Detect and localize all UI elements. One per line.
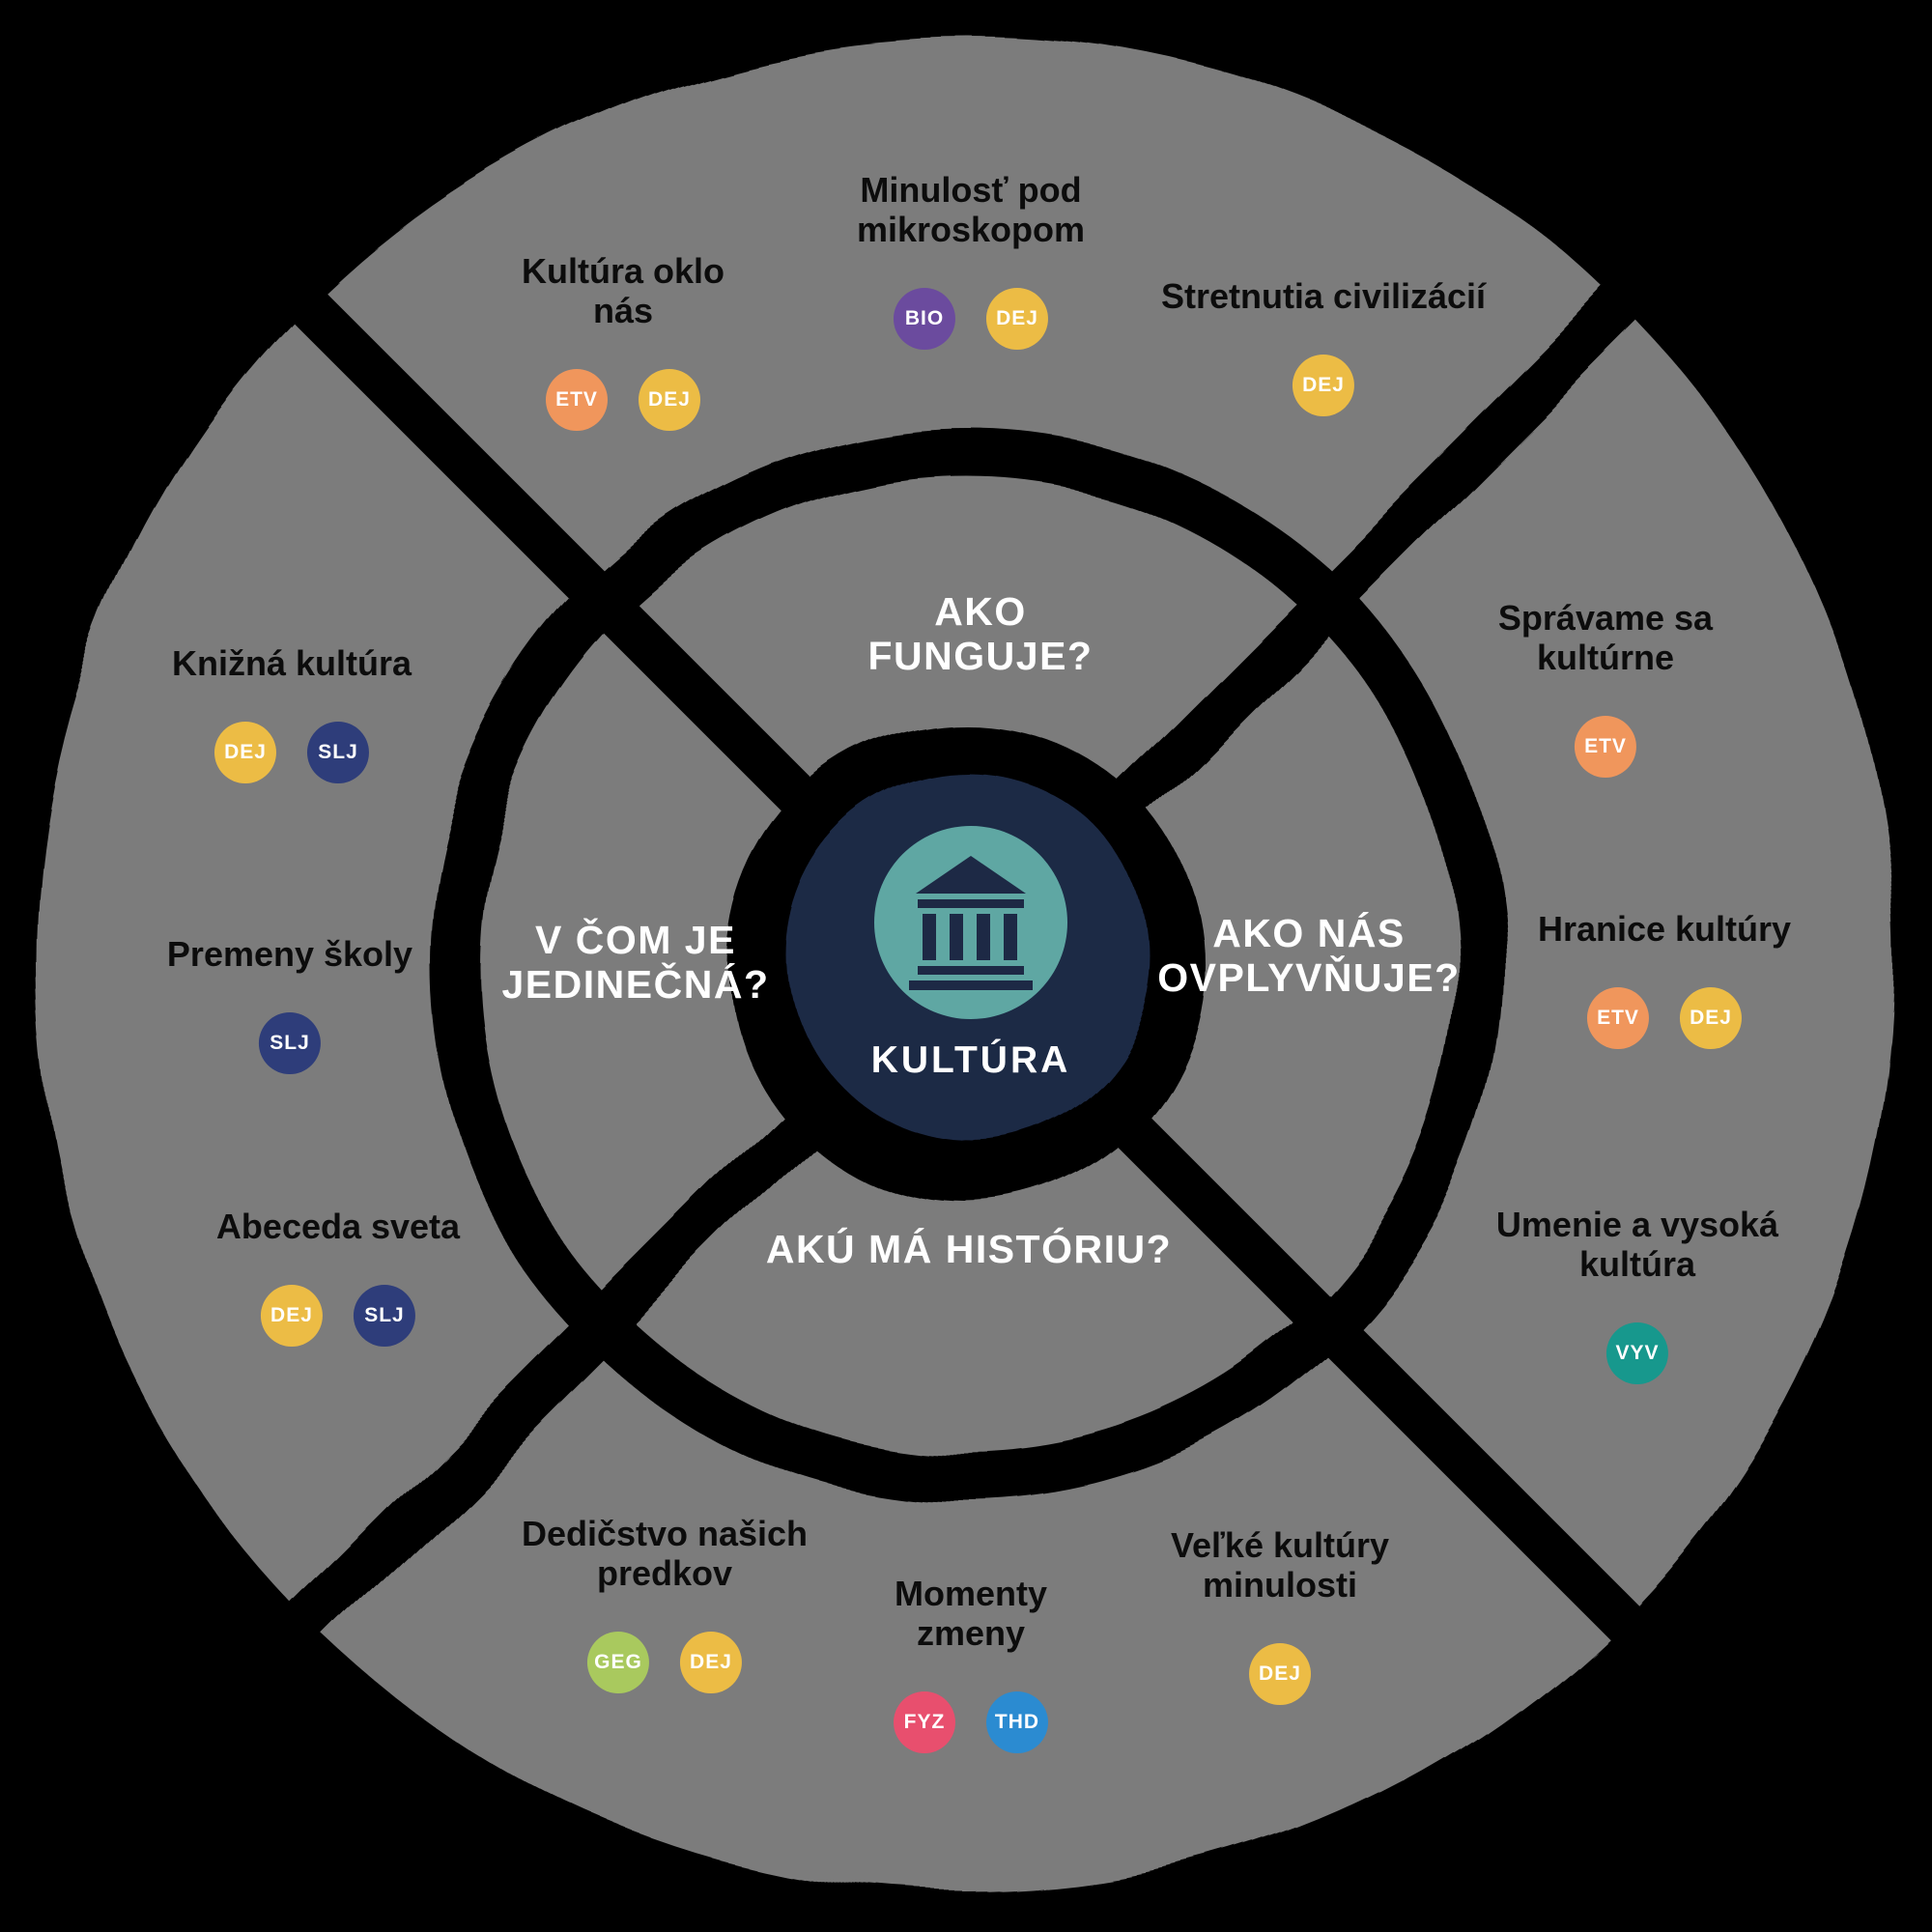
- subject-badge-etv: ETV: [545, 369, 608, 431]
- subject-badges: VYV: [1496, 1322, 1778, 1384]
- center-title: KULTÚRA: [870, 1039, 1071, 1081]
- subject-badge-slj: SLJ: [353, 1285, 415, 1347]
- subject-badge-vyv: VYV: [1605, 1322, 1668, 1384]
- subject-badge-dej: DEJ: [1248, 1643, 1311, 1705]
- subject-badges: ETV DEJ: [1538, 987, 1791, 1049]
- topic-abeceda-sveta: Abeceda sveta DEJ SLJ: [216, 1207, 460, 1347]
- question-how-it-influences-us: AKO NÁS OVPLYVŇUJE?: [1157, 911, 1461, 1000]
- subject-badge-fyz: FYZ: [894, 1691, 955, 1753]
- topic-label: Minulosť pod mikroskopom: [856, 170, 1086, 249]
- subject-badge-slj: SLJ: [307, 722, 369, 783]
- topic-label: Hranice kultúry: [1537, 909, 1792, 949]
- topic-minulost-pod-mikroskopom: Minulosť pod mikroskopom BIO DEJ: [857, 170, 1085, 350]
- museum-temple-icon: [909, 856, 1033, 990]
- subject-badge-slj: SLJ: [259, 1012, 321, 1074]
- subject-badge-dej: DEJ: [638, 369, 700, 431]
- subject-badge-etv: ETV: [1575, 716, 1636, 778]
- topic-label: Momenty zmeny: [894, 1574, 1047, 1653]
- subject-badges: ETV DEJ: [522, 369, 724, 431]
- topic-dedicstvo-nasich-predkov: Dedičstvo našich predkov GEG DEJ: [522, 1514, 808, 1693]
- topic-label: Umenie a vysoká kultúra: [1495, 1205, 1779, 1284]
- subject-badges: ETV: [1498, 716, 1713, 778]
- topic-label: Veľké kultúry minulosti: [1171, 1525, 1389, 1605]
- subject-badge-dej: DEJ: [1680, 987, 1742, 1049]
- subject-badges: GEG DEJ: [522, 1632, 808, 1693]
- subject-badge-dej: DEJ: [1293, 355, 1354, 416]
- topic-knizna-kultura: Knižná kultúra DEJ SLJ: [172, 643, 412, 783]
- subject-badges: DEJ SLJ: [216, 1285, 460, 1347]
- topic-label: Kultúra oklo nás: [521, 251, 725, 330]
- subject-badge-geg: GEG: [586, 1632, 649, 1693]
- subject-badge-etv: ETV: [1587, 987, 1649, 1049]
- question-how-it-works: AKO FUNGUJE?: [867, 589, 1094, 678]
- subject-badge-dej: DEJ: [260, 1285, 323, 1347]
- question-what-history: AKÚ MÁ HISTÓRIU?: [765, 1227, 1173, 1271]
- topic-stretnutia-civilizacii: Stretnutia civilizácií DEJ: [1161, 276, 1486, 416]
- topic-label: Knižná kultúra: [171, 643, 412, 683]
- subject-badges: DEJ: [1161, 355, 1486, 416]
- topic-label: Premeny školy: [166, 934, 413, 974]
- subject-badge-dej: DEJ: [679, 1632, 742, 1693]
- topic-hranice-kultury: Hranice kultúry ETV DEJ: [1538, 909, 1791, 1049]
- topic-label: Dedičstvo našich predkov: [521, 1514, 809, 1593]
- topic-label: Správame sa kultúrne: [1497, 598, 1714, 677]
- subject-badge-dej: DEJ: [986, 288, 1048, 350]
- topic-label: Abeceda sveta: [215, 1207, 461, 1246]
- topic-umenie-a-vysoka-kultura: Umenie a vysoká kultúra VYV: [1496, 1205, 1778, 1384]
- topic-premeny-skoly: Premeny školy SLJ: [167, 934, 412, 1074]
- topic-kultura-oklo-nas: Kultúra oklo nás ETV DEJ: [522, 251, 724, 431]
- subject-badges: SLJ: [167, 1012, 412, 1074]
- subject-badges: DEJ SLJ: [172, 722, 412, 783]
- subject-badge-dej: DEJ: [214, 722, 276, 783]
- subject-badges: FYZ THD: [894, 1691, 1048, 1753]
- topic-spravame-sa-kulturne: Správame sa kultúrne ETV: [1498, 598, 1713, 778]
- subject-badge-bio: BIO: [894, 288, 955, 350]
- subject-badge-thd: THD: [986, 1691, 1048, 1753]
- topic-velke-kultury-minulosti: Veľké kultúry minulosti DEJ: [1171, 1525, 1389, 1705]
- topic-momenty-zmeny: Momenty zmeny FYZ THD: [894, 1574, 1048, 1753]
- topic-label: Stretnutia civilizácií: [1160, 276, 1487, 316]
- question-what-makes-it-unique: V ČOM JE JEDINEČNÁ?: [501, 918, 770, 1007]
- subject-badges: BIO DEJ: [857, 288, 1085, 350]
- subject-badges: DEJ: [1171, 1643, 1389, 1705]
